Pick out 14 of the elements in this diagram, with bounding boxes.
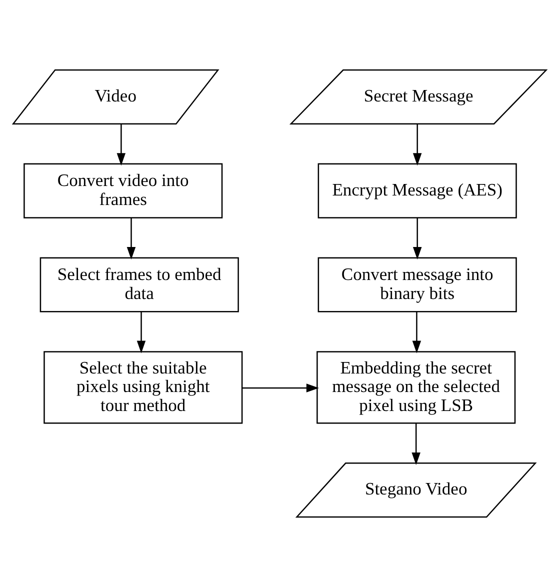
arrow [412,124,422,166]
node-box: Embedding the secret message on the selected pixel using LSB [316,351,516,424]
arrow [412,312,422,354]
arrow [126,218,136,260]
arrow [116,124,126,166]
node-box: Convert message into binary bits [318,257,517,312]
arrow [136,312,146,354]
node-box: Convert video into frames [24,163,223,218]
arrow [412,423,420,465]
node-box: Select the suitable pixels using knight tour method [44,351,243,424]
arrow [242,384,319,392]
node-box: Select frames to embed data [40,257,239,312]
arrow [412,218,422,260]
node-box: Encrypt Message (AES) [318,163,517,218]
